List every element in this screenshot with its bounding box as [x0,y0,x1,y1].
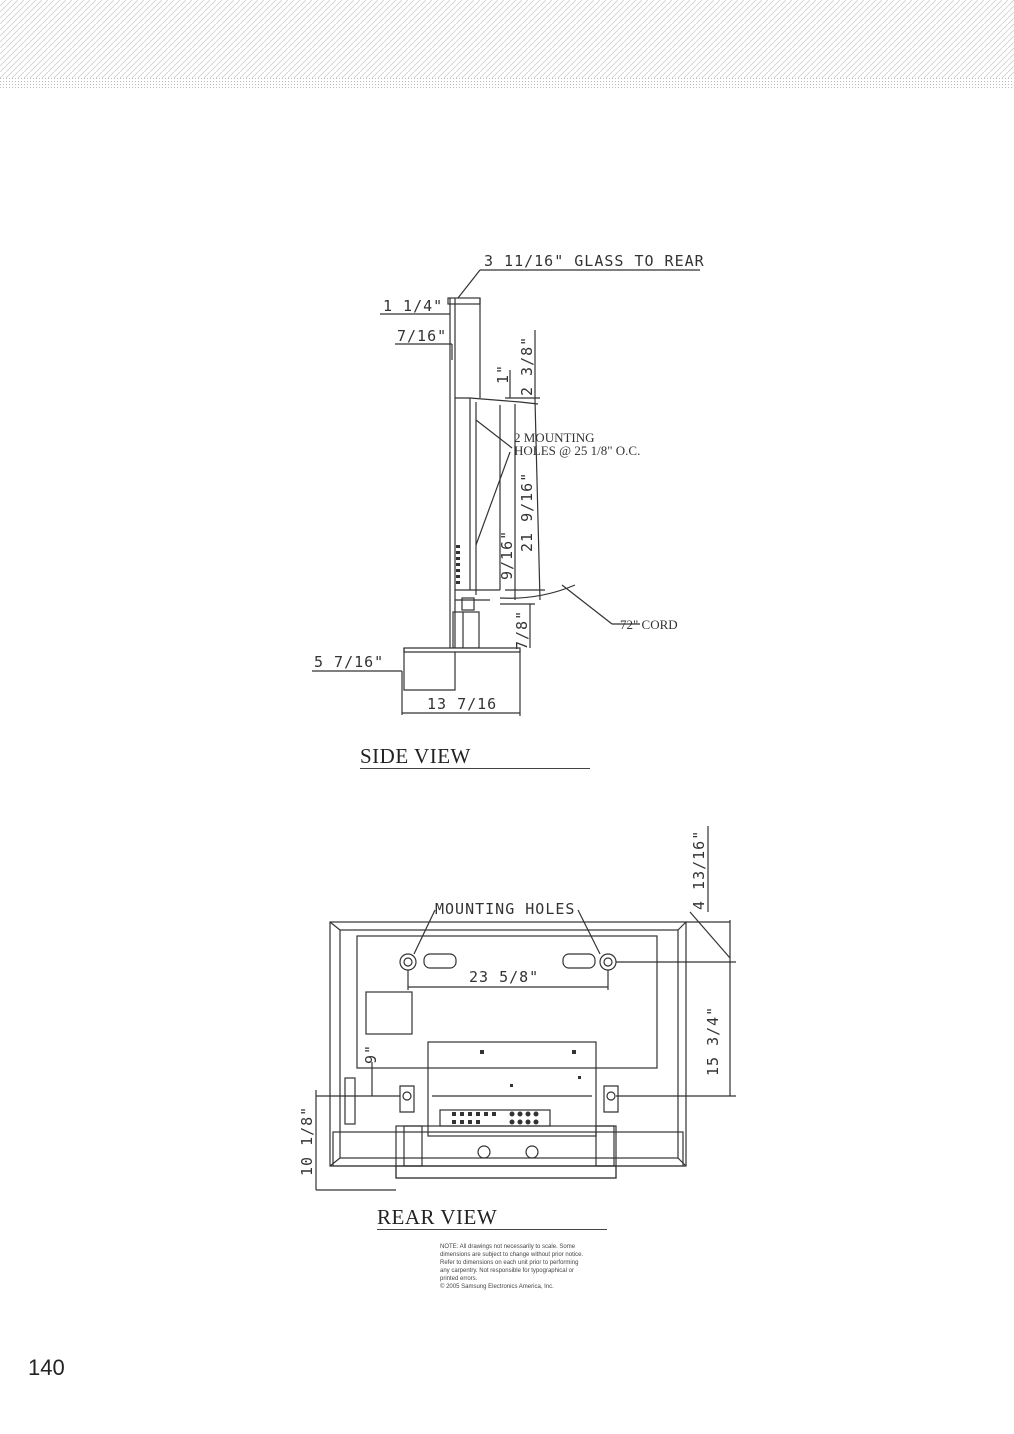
label-dim-1-1-4: 1 1/4" [383,297,444,315]
label-cord: 72" CORD [620,617,678,632]
note-line: dimensions are subject to change without… [440,1252,584,1258]
label-mounting-line2: HOLES @ 25 1/8" O.C. [514,443,641,458]
rear-view-title-rule [377,1229,607,1230]
rear-view-drawing [315,826,736,1191]
label-dim-4-13-16: 4 13/16" [690,829,708,910]
note-line: NOTE: All drawings not necessarily to sc… [440,1244,576,1250]
rear-view-title: REAR VIEW [377,1205,498,1229]
label-dim-9: 9" [362,1043,380,1064]
note-line: © 2005 Samsung Electronics America, Inc. [440,1284,554,1290]
side-view-title-rule [360,768,590,769]
label-dim-1: 1" [494,363,512,384]
page-number: 140 [28,1355,65,1380]
label-dim-23-5-8: 23 5/8" [469,968,540,986]
label-dim-9-16: 9/16" [498,529,516,580]
label-dim-15-3-4: 15 3/4" [704,1005,722,1076]
side-view-drawing [312,269,700,716]
label-mounting-line1: 2 MOUNTING [514,430,595,445]
note-line: Refer to dimensions on each unit prior t… [440,1260,579,1266]
label-dim-10-1-8: 10 1/8" [298,1105,316,1176]
board-connectors [452,1050,581,1125]
disclaimer-note: NOTE: All drawings not necessarily to sc… [440,1243,640,1291]
label-dim-7-16: 7/16" [397,327,448,345]
label-dim-5-7-16: 5 7/16" [314,653,385,671]
note-line: printed errors. [440,1276,478,1282]
label-dim-7-8: 7/8" [513,609,531,650]
label-mounting-holes: MOUNTING HOLES [435,900,576,918]
label-glass-to-rear: 3 11/16" GLASS TO REAR [484,252,705,270]
label-dim-2-3-8: 2 3/8" [518,335,536,396]
note-line: any carpentry. Not responsible for typog… [440,1268,574,1274]
label-dim-13-7-16: 13 7/16 [427,695,498,713]
header-pattern-band [0,0,1014,90]
side-view-title: SIDE VIEW [360,744,471,768]
label-dim-21-9-16: 21 9/16" [518,471,536,552]
